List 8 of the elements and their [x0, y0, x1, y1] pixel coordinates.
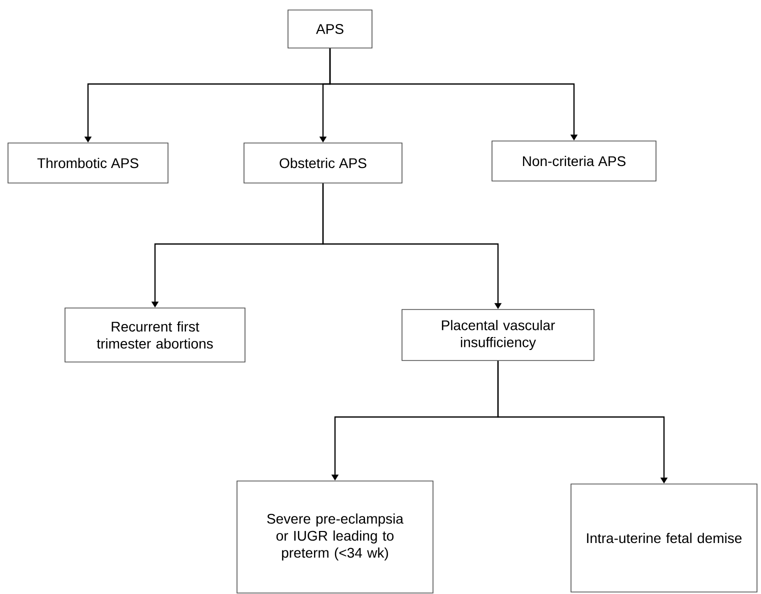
process-box: APS: [288, 10, 372, 48]
process-box: Placental vascular insufficiency: [402, 309, 594, 361]
process-box: Obstetric APS: [244, 142, 402, 184]
process-box: Non-criteria APS: [492, 140, 656, 182]
process-box: Recurrent first trimester abortions: [64, 308, 246, 362]
process-box: Severe pre-eclampsia or IUGR leading to preterm (<34 wk): [236, 480, 434, 594]
process-box: Thrombotic APS: [8, 142, 168, 184]
process-box: Intra-uterine fetal demise: [570, 484, 758, 592]
